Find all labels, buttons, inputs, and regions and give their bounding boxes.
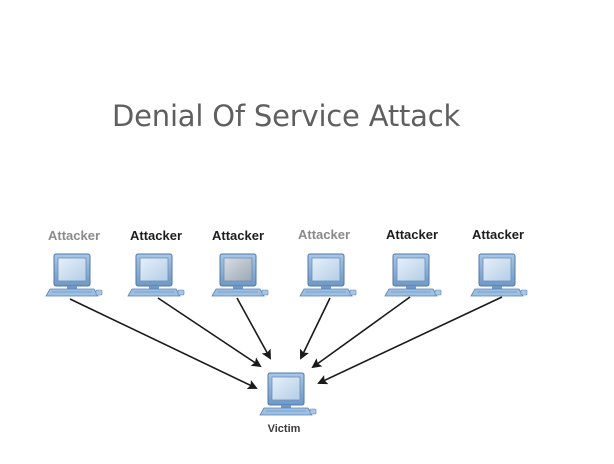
attacker-label-5: Attacker	[385, 227, 439, 242]
victim-computer-icon	[259, 372, 317, 416]
attacker-computer-icon-5	[384, 253, 442, 297]
attack-arrow-1	[69, 298, 258, 390]
attack-arrow-2	[157, 297, 262, 368]
attack-arrow-3	[236, 297, 271, 360]
attack-arrow-5	[311, 296, 411, 369]
attack-arrow-4	[299, 297, 331, 360]
attacker-computer-icon-1	[45, 253, 103, 297]
victim-label: Victim	[267, 423, 301, 435]
attacker-computer-icon-3	[211, 253, 269, 297]
diagram-title: Denial Of Service Attack	[112, 99, 461, 133]
attack-arrow-6	[317, 296, 503, 385]
attacker-label-6: Attacker	[471, 227, 525, 242]
attacker-computer-icon-6	[470, 253, 528, 297]
attacker-label-1: Attacker	[47, 228, 101, 243]
attacker-computer-icon-4	[299, 253, 357, 297]
attacker-computer-icon-2	[127, 253, 185, 297]
attacker-label-2: Attacker	[129, 228, 183, 243]
attacker-label-4: Attacker	[297, 227, 351, 242]
attacker-label-3: Attacker	[211, 228, 265, 243]
